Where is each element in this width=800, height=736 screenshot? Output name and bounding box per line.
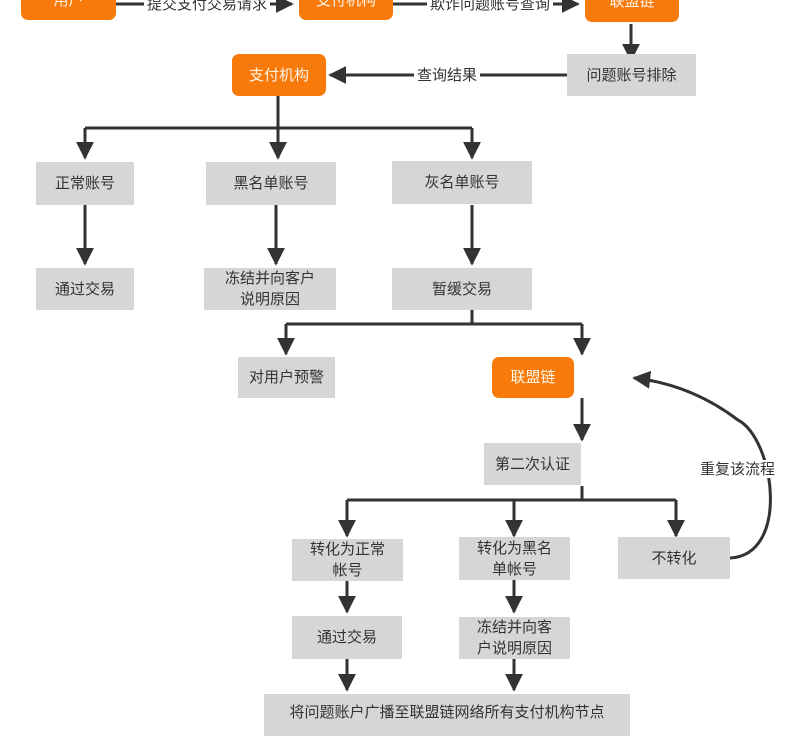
node-freeze-explain-1: 冻结并向客户 说明原因 xyxy=(204,268,336,310)
node-payment-org: 支付机构 xyxy=(232,54,326,96)
node-alliance-chain-top: 联盟链 xyxy=(585,0,679,22)
edge-label-submit-request: 提交支付交易请求 xyxy=(144,0,271,13)
node-user: 用户 xyxy=(21,0,116,20)
node-convert-normal: 转化为正常 帐号 xyxy=(292,539,403,581)
node-normal-account: 正常账号 xyxy=(36,162,134,205)
node-no-conversion: 不转化 xyxy=(618,537,730,579)
node-second-verification: 第二次认证 xyxy=(484,443,581,485)
edge-label-query-result: 查询结果 xyxy=(414,66,481,84)
node-pass-transaction-2: 通过交易 xyxy=(292,616,402,659)
node-warn-user: 对用户预警 xyxy=(238,357,335,398)
node-suspend-transaction: 暂缓交易 xyxy=(392,268,532,310)
node-blacklist-account: 黑名单账号 xyxy=(206,162,336,205)
node-freeze-explain-2: 冻结并向客 户说明原因 xyxy=(459,617,570,659)
node-alliance-chain-mid: 联盟链 xyxy=(492,357,574,398)
node-payment-org-top: 支付机构 xyxy=(299,0,393,20)
edge-repeat-loop xyxy=(632,370,772,560)
edge-label-fraud-query: 欺诈问题账号查询 xyxy=(427,0,554,13)
node-pass-transaction-1: 通过交易 xyxy=(36,268,134,310)
node-exclude-problem-account: 问题账号排除 xyxy=(567,54,696,96)
node-greylist-account: 灰名单账号 xyxy=(392,161,532,204)
edge-label-repeat-process: 重复该流程 xyxy=(697,460,779,478)
node-convert-blacklist: 转化为黑名 单帐号 xyxy=(459,537,570,580)
node-broadcast: 将问题账户广播至联盟链网络所有支付机构节点 xyxy=(264,694,630,736)
edges-layer xyxy=(76,0,772,692)
